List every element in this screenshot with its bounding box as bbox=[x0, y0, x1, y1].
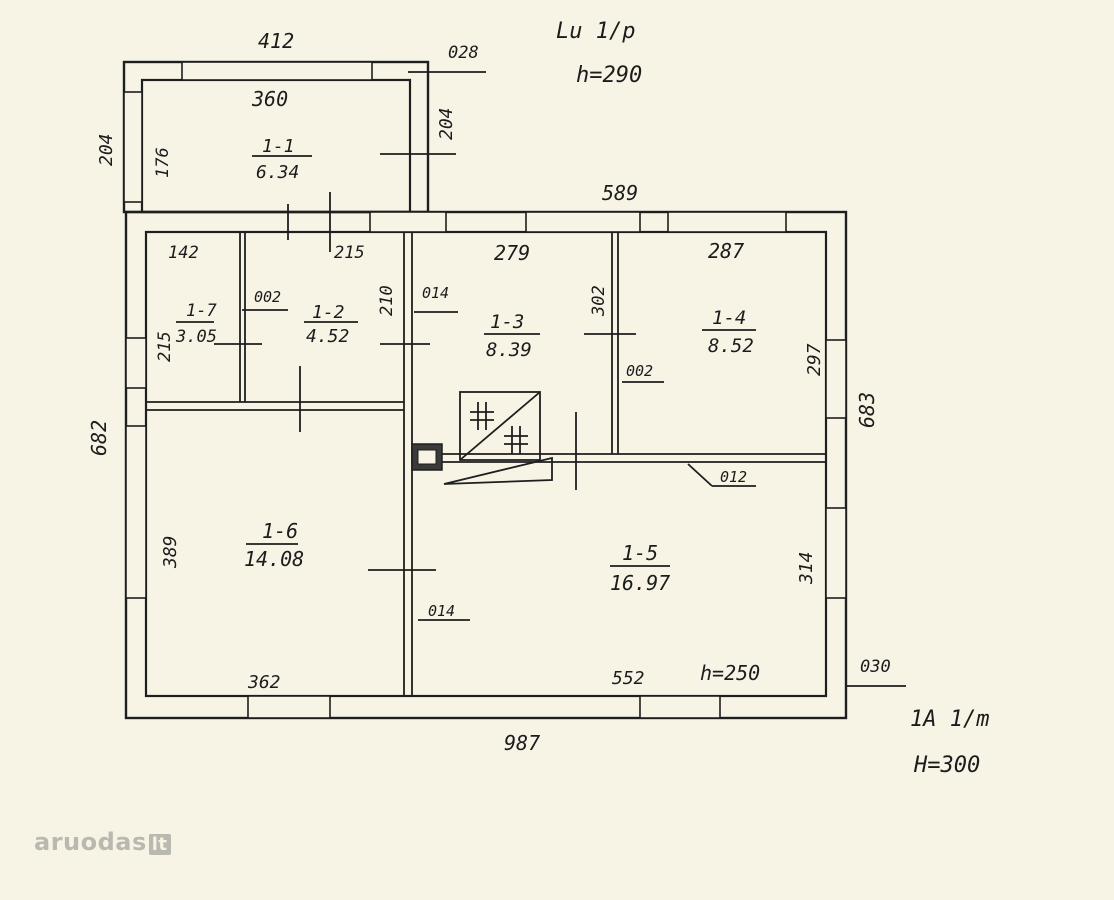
room-area: 4.52 bbox=[306, 326, 349, 347]
dim-room5-width: 552 bbox=[612, 668, 645, 689]
ceiling-height-note: h=290 bbox=[576, 63, 642, 88]
dim-room7-width: 142 bbox=[168, 243, 199, 263]
window-right-2 bbox=[825, 507, 847, 599]
dim-room6-width: 362 bbox=[247, 672, 281, 693]
room-1-3: 1-3 8.39 bbox=[486, 311, 532, 361]
room-area: 3.05 bbox=[175, 327, 217, 347]
watermark-tld: lt bbox=[148, 834, 171, 855]
dim-wall-014-top: 014 bbox=[422, 284, 449, 302]
stove bbox=[459, 391, 541, 461]
window-left-1 bbox=[125, 337, 147, 389]
height-note: H=300 bbox=[913, 753, 980, 778]
dim-top-left-gap: 028 bbox=[448, 43, 479, 63]
dim-room3-width: 279 bbox=[494, 241, 530, 265]
plan-code-note: 1A 1/m bbox=[910, 707, 989, 732]
room-1-1: 1-1 6.34 bbox=[256, 136, 299, 183]
room-id: 1-4 bbox=[712, 307, 746, 329]
room-1-6: 1-6 14.08 bbox=[244, 519, 304, 571]
dim-annex-inner-height: 176 bbox=[153, 147, 173, 178]
room-id: 1-7 bbox=[186, 301, 217, 321]
window-bottom-1 bbox=[247, 695, 331, 719]
dim-total-width: 987 bbox=[504, 731, 540, 755]
dim-wall-002-right: 002 bbox=[626, 362, 653, 380]
window-top-1 bbox=[369, 211, 447, 233]
dim-top-main-width: 589 bbox=[602, 181, 638, 205]
dim-room4-width: 287 bbox=[708, 239, 744, 263]
dim-wall-012: 012 bbox=[720, 468, 747, 486]
dim-right-total: 683 bbox=[855, 392, 879, 428]
dim-room5-height: 314 bbox=[796, 551, 817, 585]
dim-annex-inner: 360 bbox=[251, 87, 288, 111]
room-area: 8.39 bbox=[486, 339, 532, 361]
dim-annex-right-height: 204 bbox=[436, 107, 457, 140]
room-id: 1-3 bbox=[490, 311, 524, 333]
dim-room5-ceiling: h=250 bbox=[700, 661, 760, 685]
room-id: 1-2 bbox=[312, 302, 345, 323]
room-id: 1-5 bbox=[622, 541, 658, 565]
window-bottom-2 bbox=[639, 695, 721, 719]
window-right-1 bbox=[825, 339, 847, 419]
dim-room7-height: 215 bbox=[155, 331, 175, 362]
dim-room6-height: 389 bbox=[160, 535, 181, 569]
room-1-5: 1-5 16.97 bbox=[610, 541, 670, 595]
window-annex-top bbox=[181, 61, 373, 81]
window-left-2 bbox=[125, 425, 147, 599]
dim-left-total: 682 bbox=[87, 420, 111, 456]
dim-room3-right: 302 bbox=[589, 285, 609, 317]
room-id: 1-1 bbox=[262, 136, 295, 157]
dim-room2-height: 210 bbox=[377, 285, 397, 316]
room-area: 6.34 bbox=[256, 162, 299, 183]
watermark-brand: aruodas bbox=[34, 828, 147, 856]
interior-walls bbox=[146, 71, 906, 696]
room-id: 1-6 bbox=[262, 519, 298, 543]
dim-wall-002-left: 002 bbox=[254, 288, 281, 306]
room-1-4: 1-4 8.52 bbox=[708, 307, 754, 357]
dim-room2-width: 215 bbox=[334, 243, 365, 263]
dim-wall-014-bottom: 014 bbox=[428, 602, 455, 620]
top-note: Lu 1/p bbox=[556, 19, 635, 44]
room-area: 16.97 bbox=[610, 571, 670, 595]
dim-annex-left-height: 204 bbox=[96, 133, 117, 166]
room-area: 14.08 bbox=[244, 547, 304, 571]
main-walls bbox=[124, 210, 848, 720]
window-annex-left bbox=[123, 91, 143, 203]
dim-room4-height: 297 bbox=[804, 343, 825, 376]
room-1-7: 1-7 3.05 bbox=[175, 301, 217, 347]
dim-right-gap: 030 bbox=[860, 657, 891, 677]
dim-top-left-width: 412 bbox=[258, 29, 294, 53]
window-top-2 bbox=[525, 211, 641, 233]
room-1-2: 1-2 4.52 bbox=[306, 302, 349, 347]
window-top-3 bbox=[667, 211, 787, 233]
room-area: 8.52 bbox=[708, 335, 754, 357]
